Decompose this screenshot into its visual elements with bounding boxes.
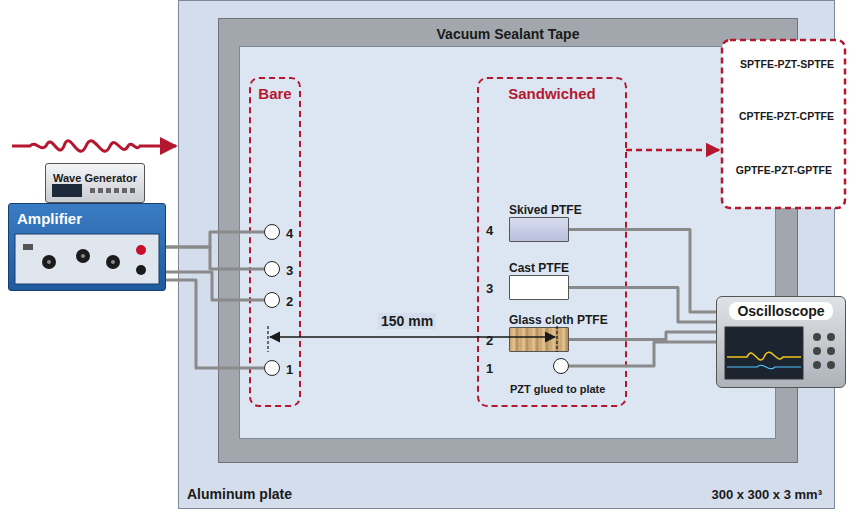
sandwich-sample: CPTFE-PZT-CPTFE bbox=[727, 102, 839, 142]
ptfe-sandwich-patch bbox=[509, 217, 569, 242]
node-label: CPTFE-PZT-CPTFE bbox=[739, 110, 834, 122]
callout-number: 2 bbox=[486, 334, 493, 349]
amplifier: Amplifier bbox=[8, 203, 166, 291]
callout-number: 1 bbox=[486, 362, 493, 377]
sandwich-sample: SPTFE-PZT-SPTFE bbox=[727, 50, 839, 90]
pzt-disc bbox=[264, 292, 280, 308]
bare-pzt: 1 bbox=[262, 358, 302, 378]
bare-pzt: 3 bbox=[262, 259, 302, 279]
oscilloscope: Oscilloscope bbox=[716, 296, 846, 388]
node-label: Bare bbox=[258, 85, 291, 102]
bare-group: Bare 4 3 2 1 bbox=[249, 77, 301, 407]
node-label: Glass cloth PTFE bbox=[509, 314, 608, 328]
callout-number: 3 bbox=[286, 264, 293, 279]
bare-pzt: 2 bbox=[262, 290, 302, 310]
node-label: Wave Generator bbox=[53, 172, 137, 185]
sandwiched-group: Sandwiched 4 Skived PTFE 3 Cast PTFE 2 Glass c… bbox=[477, 77, 627, 407]
bare-pzt: 4 bbox=[262, 222, 302, 242]
node-label: Oscilloscope bbox=[729, 302, 832, 320]
node-label: Aluminum plate bbox=[187, 486, 292, 502]
node-label: Cast PTFE bbox=[509, 262, 569, 276]
pzt-disc bbox=[264, 224, 280, 240]
tone-burst-signal bbox=[12, 141, 176, 151]
sandwiched-pzt: 2 Glass cloth PTFE bbox=[482, 310, 622, 354]
sandwiched-pzt: 4 Skived PTFE bbox=[482, 200, 602, 244]
node-label: Amplifier bbox=[17, 210, 82, 227]
wave-generator: Wave Generator bbox=[45, 163, 145, 203]
sandwiched-pzt: 3 Cast PTFE bbox=[482, 258, 602, 302]
node-label: GPTFE-PZT-GPTFE bbox=[734, 164, 834, 176]
plate-test-area bbox=[239, 46, 776, 439]
pzt-disc bbox=[553, 358, 569, 374]
callout-number: 3 bbox=[486, 282, 493, 297]
ptfe-sandwich-patch bbox=[509, 275, 569, 300]
node-label: PZT glued to plate bbox=[510, 383, 605, 396]
callout-number: 2 bbox=[286, 295, 293, 310]
callout-number: 4 bbox=[286, 227, 293, 242]
node-label: Sandwiched bbox=[508, 85, 596, 102]
node-label: Vacuum Sealant Tape bbox=[437, 26, 580, 42]
node-label: 300 x 300 x 3 mm³ bbox=[711, 488, 822, 503]
node-label: Skived PTFE bbox=[509, 204, 582, 218]
sandwich-sample: GPTFE-PZT-GPTFE bbox=[727, 156, 839, 196]
glued-pzt: 1PZT glued to plate bbox=[482, 354, 622, 402]
dimension-label: 150 mm bbox=[378, 313, 436, 329]
ptfe-sandwich-patch bbox=[509, 327, 569, 352]
sealant-tape-band: Vacuum Sealant TapeBare 4 3 2 1 Sandwiched 4 Sk… bbox=[218, 18, 798, 463]
callout-frame bbox=[722, 40, 845, 208]
callout-number: 1 bbox=[286, 363, 293, 378]
callout-number: 4 bbox=[486, 224, 493, 239]
pzt-disc bbox=[264, 261, 280, 277]
node-label: SPTFE-PZT-SPTFE bbox=[740, 58, 834, 70]
pzt-disc bbox=[264, 360, 280, 376]
